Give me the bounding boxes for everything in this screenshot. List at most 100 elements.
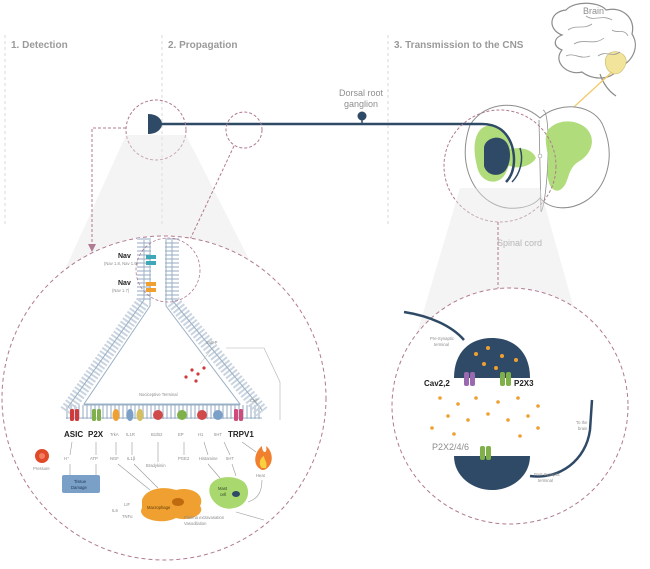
channel-cav	[464, 372, 475, 386]
cav-label: Cav2,2	[424, 379, 450, 388]
h-plus-label: H⁺	[64, 456, 69, 461]
post-synaptic-label-line1: Post-Synaptic	[534, 472, 560, 477]
nav-a-label: Nav	[118, 253, 131, 260]
p2x3-label: P2X3	[514, 379, 534, 388]
receptor-h1	[197, 410, 207, 420]
pre-synaptic-label-line1: Pre-Synaptic	[430, 336, 454, 341]
mast-arrow-5ht	[231, 463, 237, 477]
calcium-label: Ca²⁺	[250, 398, 259, 403]
nav-channel-teal-a	[146, 255, 156, 259]
nav-zoom-circle	[135, 237, 201, 303]
pre-synaptic-terminal	[454, 338, 530, 378]
pre-synaptic-axon	[403, 310, 465, 341]
connector-propagation-arrow	[185, 145, 235, 249]
ep-label: EP	[178, 432, 184, 437]
heat-to-mast-arrow	[247, 479, 263, 503]
brain-label: Brain	[583, 6, 604, 16]
b1b2-label: B1/B2	[151, 432, 163, 437]
nav-b-subtypes: (Nav 1.7)	[112, 288, 130, 293]
trpv1-label: TRPV1	[228, 430, 254, 439]
mast-cell	[209, 477, 249, 509]
asic-label: ASIC	[64, 430, 83, 439]
vasodilation-label: Vasodilation	[184, 521, 207, 526]
zoom-circle-propagation	[225, 111, 263, 149]
bradykinin-label: Bradykinin	[146, 463, 166, 468]
macrophage-nucleus	[172, 498, 184, 506]
tissue-damage-line1: Tissue	[74, 479, 87, 484]
stimulus-arrows	[69, 441, 257, 462]
nav-channel-teal-b	[146, 261, 156, 265]
h1-label: H1	[198, 432, 204, 437]
receptor-il1r	[126, 409, 134, 421]
p2x-label: P2X	[88, 430, 104, 439]
heat-label: Heat	[256, 473, 266, 478]
drg-label-line2: ganglion	[344, 99, 378, 109]
tissue-damage-line2: Damage	[71, 485, 87, 490]
pge2-label: PGE2	[178, 456, 190, 461]
plasma-arrow	[235, 511, 265, 521]
external-boundary-line	[226, 347, 281, 420]
il6-label: IL6	[112, 508, 118, 513]
macrophage-cell	[141, 488, 202, 522]
serotonin-label: 5HT	[226, 456, 234, 461]
phase-detection-title: 1. Detection	[11, 40, 68, 51]
subst-p-label: Sub P	[206, 340, 218, 345]
post-synaptic-label-line2: terminal	[538, 478, 553, 483]
post-synaptic-terminal	[454, 456, 530, 490]
receptor-p2x	[92, 409, 101, 421]
heat-flame-inner	[259, 456, 267, 468]
mast-cell-line1: Mast	[218, 486, 228, 491]
macrophage-label: Macrophage	[147, 505, 171, 510]
tnfa-label: TNFα	[122, 514, 133, 519]
to-brain-line1: To the	[576, 420, 588, 425]
pre-synaptic-vesicles	[474, 346, 518, 370]
arrowhead-detection	[88, 244, 96, 252]
plasma-extravasation-label: Plasma extravasation	[184, 515, 225, 520]
zoom-circle-detection	[125, 99, 187, 161]
macrophage-arrow-il1b	[133, 463, 159, 489]
connector-detection-arrow	[91, 127, 126, 246]
lif-label: LIF	[124, 502, 130, 507]
post-synaptic-axon	[529, 399, 594, 478]
macrophage-arrow-ngf	[117, 463, 151, 491]
receptor-trpv1	[234, 409, 243, 421]
pressure-icon-inner	[39, 453, 45, 459]
receptor-trka	[112, 409, 120, 421]
receptor-il6r	[136, 409, 144, 421]
channel-p2x3-pre	[500, 372, 511, 386]
afferent-fiber	[148, 111, 523, 183]
trka-label: TrkA	[110, 432, 119, 437]
subst-p-dots	[184, 366, 206, 383]
drg-soma	[357, 111, 367, 121]
p2x-post-label: P2X2/4/6	[432, 442, 469, 452]
phase-transmission-title: 3. Transmission to the CNS	[394, 40, 524, 51]
zoom-circle-spinal	[443, 109, 557, 223]
nav-b-label: Nav	[118, 280, 131, 287]
receptor-ep	[177, 410, 187, 420]
atp-label: ATP	[90, 456, 98, 461]
synaptic-cleft-atp	[430, 396, 540, 438]
tissue-damage-box	[62, 475, 100, 493]
phase-propagation-title: 2. Propagation	[168, 40, 237, 51]
spinal-cord-label: Spinal cord	[497, 238, 542, 248]
channel-p2x-post	[480, 446, 491, 460]
histamine-label: Histamine	[199, 456, 218, 461]
mast-cell-line2: cell	[220, 492, 226, 497]
subst-p-leader	[199, 345, 215, 365]
mast-arrow-histamine	[207, 463, 221, 479]
nociceptive-terminal-label: Nociceptive Terminal	[139, 392, 178, 397]
receptor-asic	[70, 409, 79, 421]
pressure-label: Pressure	[33, 466, 50, 471]
to-brain-line2: brain	[578, 426, 588, 431]
receptor-b1b2	[153, 410, 163, 420]
mast-cell-nucleus	[232, 491, 240, 497]
pre-synaptic-label-line2: terminal	[434, 342, 449, 347]
5ht-receptor-label: 5HT	[214, 432, 222, 437]
nav-a-subtypes: (Nav 1.8, Nav 1.9)	[104, 261, 139, 266]
il1b-label: IL1β	[127, 456, 136, 461]
nav-channel-orange-a	[146, 282, 156, 286]
receptor-5ht	[213, 410, 223, 420]
nav-channel-orange-b	[146, 288, 156, 292]
il1r-label: IL1R	[126, 432, 135, 437]
